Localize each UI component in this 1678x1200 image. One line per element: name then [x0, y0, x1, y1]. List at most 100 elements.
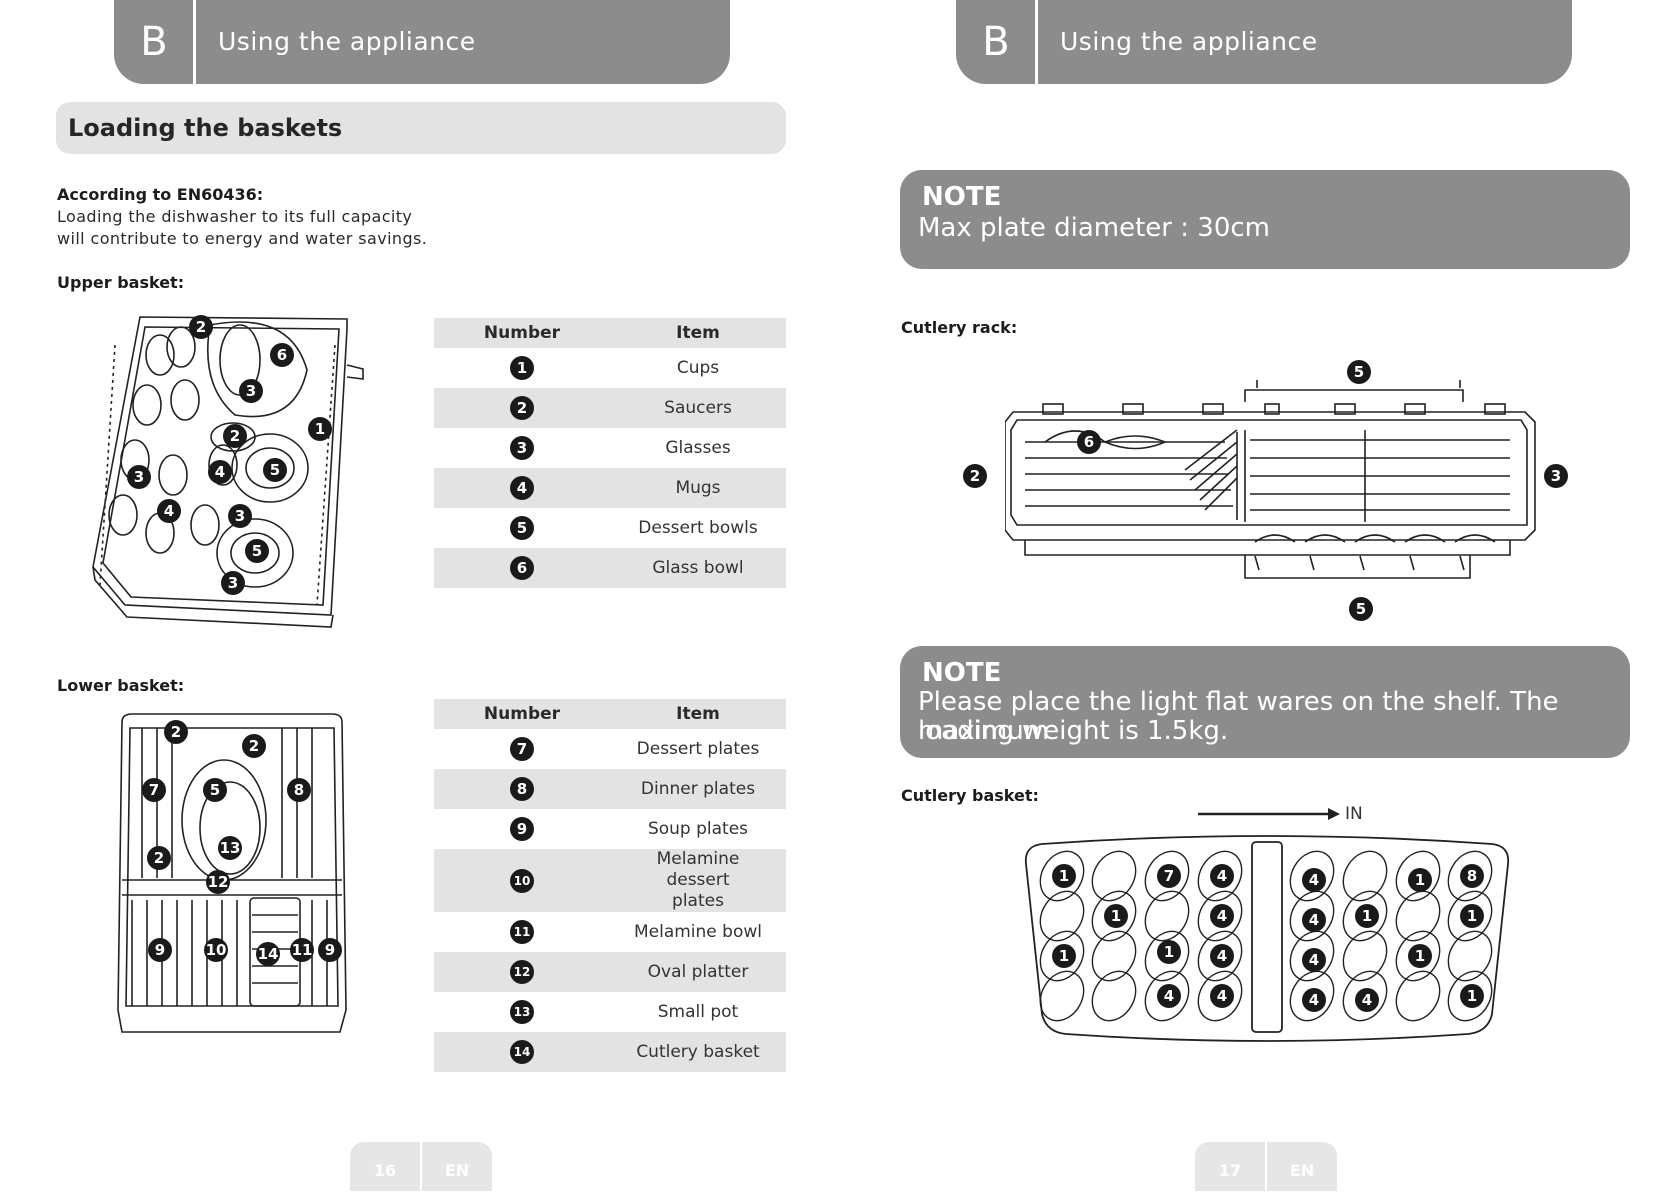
diagram-badge: 4 [1210, 904, 1234, 928]
right-header-divider [1035, 0, 1038, 84]
number-badge: 7 [510, 737, 534, 761]
basket-badges: 1 7 4 4 8 1 4 4 1 1 1 1 4 4 1 1 4 4 4 4 … [1022, 834, 1512, 1044]
note-text: Max plate diameter : 30cm [918, 213, 1270, 243]
in-label: IN [1345, 804, 1363, 824]
section-title: Loading the baskets [68, 114, 343, 142]
page-number-box: 16 [350, 1142, 420, 1191]
cutlery-basket-label: Cutlery basket: [901, 786, 1039, 805]
table-row: 12 Oval platter [434, 952, 786, 992]
diagram-badge: 5 [245, 539, 269, 563]
number-badge: 5 [510, 516, 534, 540]
diagram-badge: 8 [287, 778, 311, 802]
diagram-badge: 1 [1052, 864, 1076, 888]
page-number-box: 17 [1195, 1142, 1265, 1191]
number-badge: 2 [510, 396, 534, 420]
number-badge: 10 [510, 868, 534, 893]
number-badge: 4 [510, 476, 534, 500]
diagram-badge: 1 [1157, 940, 1181, 964]
diagram-badge: 1 [1104, 904, 1128, 928]
item-cell: Soup plates [647, 819, 749, 839]
left-header-letter: B [140, 19, 168, 65]
diagram-badge: 9 [318, 938, 342, 962]
table-row: 14 Cutlery basket [434, 1032, 786, 1072]
column-header-number: Number [434, 699, 610, 729]
diagram-badge: 4 [1210, 864, 1234, 888]
diagram-badge: 4 [1302, 908, 1326, 932]
column-header-item: Item [610, 318, 786, 348]
cutlery-rack-illustration [1005, 380, 1536, 579]
item-cell: Dessert plates [636, 739, 760, 759]
diagram-badge: 13 [218, 836, 242, 860]
diagram-badge: 2 [963, 464, 987, 488]
diagram-badge: 1 [308, 417, 332, 441]
item-cell: Mugs [610, 468, 786, 508]
diagram-badge: 14 [256, 942, 280, 966]
diagram-badge: 1 [1408, 868, 1432, 892]
diagram-badge: 3 [1544, 464, 1568, 488]
diagram-badge: 5 [203, 778, 227, 802]
number-badge: 12 [510, 960, 534, 984]
rack-badges: 5 6 2 3 5 [963, 360, 1568, 621]
diagram-badge: 4 [1210, 944, 1234, 968]
diagram-badge: 1 [1460, 984, 1484, 1008]
in-arrow-icon [1198, 808, 1340, 820]
item-cell: Oval platter [610, 952, 786, 992]
item-cell: Small pot [657, 1002, 739, 1022]
diagram-badge: 4 [157, 499, 181, 523]
column-header-item: Item [610, 699, 786, 729]
table-header-row: Number Item [434, 318, 786, 348]
note-text-line-1: Please place the light flat wares on the… [918, 687, 1559, 746]
standard-label: According to EN60436: [57, 185, 264, 204]
diagram-badge: 10 [204, 938, 228, 962]
number-badge: 6 [510, 556, 534, 580]
diagram-badge: 8 [1460, 864, 1484, 888]
diagram-badge: 3 [221, 571, 245, 595]
item-cell: Cutlery basket [610, 1032, 786, 1072]
item-cell: Cups [676, 358, 720, 378]
diagram-badge: 1 [1408, 944, 1432, 968]
diagram-badge: 9 [148, 938, 172, 962]
diagram-badge: 2 [164, 720, 188, 744]
diagram-badge: 3 [228, 504, 252, 528]
table-row: 10 Melamine dessert plates [434, 849, 786, 912]
note-box-plate-diameter: NOTE Max plate diameter : 30cm [900, 170, 1630, 269]
diagram-badge: 4 [208, 460, 232, 484]
diagram-badge: 4 [1302, 988, 1326, 1012]
diagram-badge: 2 [223, 424, 247, 448]
left-header-title: Using the appliance [218, 27, 476, 56]
diagram-badge: 5 [1347, 360, 1371, 384]
number-badge: 8 [510, 777, 534, 801]
upper-diagram-badges: 2 6 3 2 1 3 4 5 4 3 5 3 [85, 305, 385, 633]
item-cell: Dessert bowls [638, 518, 758, 538]
table-row: 4 Mugs [434, 468, 786, 508]
lower-basket-label: Lower basket: [57, 676, 185, 695]
lower-diagram-badges: 2 2 7 5 8 2 13 12 9 10 14 11 9 [112, 710, 352, 1035]
left-header-divider [193, 0, 196, 84]
table-row: 5 Dessert bowls [434, 508, 786, 548]
diagram-badge: 4 [1210, 984, 1234, 1008]
section-title-bar: Loading the baskets [56, 102, 786, 154]
diagram-badge: 6 [1077, 430, 1101, 454]
right-header-letter: B [982, 19, 1010, 65]
cutlery-rack-label: Cutlery rack: [901, 318, 1018, 337]
item-cell: Melamine dessert plates [610, 849, 786, 912]
diagram-badge: 6 [270, 343, 294, 367]
diagram-badge: 1 [1052, 944, 1076, 968]
right-header-title: Using the appliance [1060, 27, 1318, 56]
number-badge: 14 [510, 1040, 534, 1064]
intro-line-1: Loading the dishwasher to its full capac… [57, 207, 413, 226]
diagram-badge: 3 [127, 465, 151, 489]
diagram-badge: 7 [142, 778, 166, 802]
column-header-number: Number [434, 318, 610, 348]
diagram-badge: 2 [147, 846, 171, 870]
note-box-shelf-weight: NOTE Please place the light flat wares o… [900, 646, 1630, 758]
upper-basket-label: Upper basket: [57, 273, 185, 292]
upper-basket-illustration [92, 316, 364, 628]
item-cell: Glass bowl [610, 548, 786, 588]
